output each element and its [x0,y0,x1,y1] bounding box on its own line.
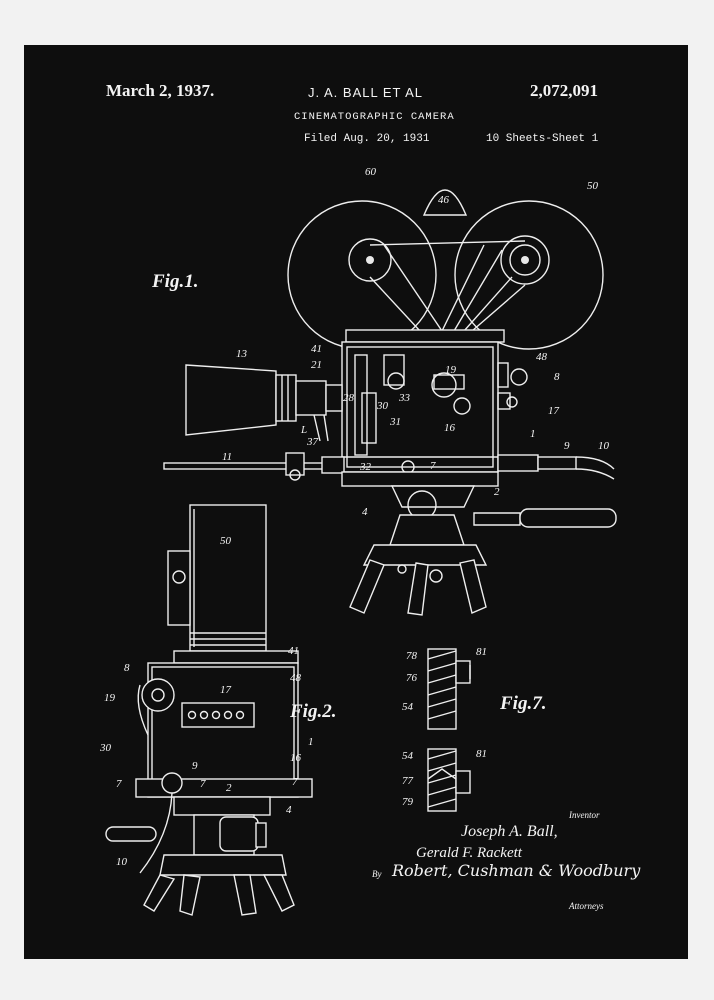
pan-handle [519,508,617,528]
ref-41: 41 [311,343,322,355]
figure-2-camera-front-view: 50 41 8 48 19 17 30 16 1 9 7 7 7 2 4 10 … [99,504,336,916]
ref7-54a: 54 [402,701,414,713]
counter-digits [187,710,245,720]
ref-60: 60 [365,166,377,178]
counter-panel [181,702,255,728]
side-knob [510,368,528,386]
magazine-base [345,329,505,343]
ref7-77: 77 [402,775,414,787]
lens-barrel [275,374,297,422]
lens-hood [185,364,277,436]
body-slot [354,354,368,456]
ref-46: 46 [438,194,450,206]
tripod-leg-center [407,562,429,616]
patent-title: CINEMATOGRAPHIC CAMERA [294,111,455,123]
ref2-7b: 7 [200,778,206,790]
ref7-54b: 54 [402,750,414,762]
ref-37: 37 [306,436,319,448]
inventor-label: Inventor [569,810,600,820]
ref2-9: 9 [192,760,198,772]
ref-13: 13 [236,348,248,360]
ref2-17: 17 [220,684,232,696]
ref2-8: 8 [124,662,130,674]
ref2-4: 4 [286,804,292,816]
attorney-signature: Robert, Cushman & Woodbury [392,861,641,880]
patent-inventors: J. A. BALL ET AL [308,85,424,100]
ref-19: 19 [445,364,457,376]
figure-2-label: Fig.2. [289,701,336,722]
ref-48: 48 [536,351,548,363]
attorneys-label: Attorneys [569,901,604,911]
ref-10: 10 [598,440,610,452]
filed-date: Filed Aug. 20, 1931 [304,133,430,145]
figure-7-section-detail: 78 81 76 54 54 81 77 79 Fig.7. [402,646,546,812]
camera-body [341,341,499,473]
magazine-side [189,504,267,652]
camera-base [341,471,499,487]
ref-L: L [300,424,307,436]
film-reel-right [454,200,604,350]
ref-21: 21 [311,359,322,371]
ref2-7a: 7 [116,778,122,790]
tripod-top [362,544,488,566]
cable [575,456,615,480]
ref-33: 33 [398,392,411,404]
ref-16: 16 [444,422,456,434]
ref-4: 4 [362,506,368,518]
sheet-count: 10 Sheets-Sheet 1 [486,133,599,145]
front-dial [141,678,175,712]
ref-28: 28 [343,392,355,404]
ref2-48: 48 [290,672,302,684]
ref2-30: 30 [99,742,112,754]
ref-50: 50 [587,180,599,192]
inventor-signature-1: Joseph A. Ball, [461,823,558,840]
patent-poster: March 2, 1937. J. A. BALL ET AL 2,072,09… [24,45,688,959]
front-cable [139,792,173,874]
patent-date: March 2, 1937. [106,81,215,100]
ref-17: 17 [548,405,560,417]
ref-8: 8 [554,371,560,383]
ref-32: 32 [359,461,372,473]
ref2-1: 1 [308,736,314,748]
ref2-7c: 7 [292,776,298,788]
patent-drawing: 60 46 50 13 41 21 48 19 8 28 30 33 31 16… [99,166,617,916]
counter-window [433,374,465,390]
ref7-76: 76 [406,672,418,684]
ref2-16: 16 [290,752,302,764]
ref-31: 31 [389,416,401,428]
tripod-leg-right [459,559,487,614]
patent-number: 2,072,091 [530,81,598,100]
rear-shaft [497,454,539,472]
ref-7: 7 [430,460,436,472]
figure-1-label: Fig.1. [151,271,198,292]
ref-1: 1 [530,428,536,440]
ref7-78: 78 [406,650,418,662]
ref2-41: 41 [288,645,299,657]
ref2-19: 19 [104,692,116,704]
figure-7-label: Fig.7. [499,693,546,714]
figure-1-camera-side-view: 60 46 50 13 41 21 48 19 8 28 30 33 31 16… [151,166,617,616]
ref2-10: 10 [116,856,128,868]
ref7-81b: 81 [476,748,487,760]
rod [163,462,343,470]
ref7-81a: 81 [476,646,487,658]
ref2-2: 2 [226,782,232,794]
ref-30: 30 [376,400,389,412]
ref2-50: 50 [220,535,232,547]
inventor-signature-2: Gerald F. Rackett [416,845,522,861]
ref-9: 9 [564,440,570,452]
ref-11: 11 [222,451,232,463]
by-label: By [372,869,382,879]
tripod-leg-left [349,559,385,614]
ref-2: 2 [494,486,500,498]
magazine-top-lobe [422,189,468,216]
section-upper [427,648,457,730]
lens-mount [295,380,327,416]
footage-dial [387,372,405,390]
front-pan-handle [105,826,157,842]
ref7-79: 79 [402,796,414,808]
